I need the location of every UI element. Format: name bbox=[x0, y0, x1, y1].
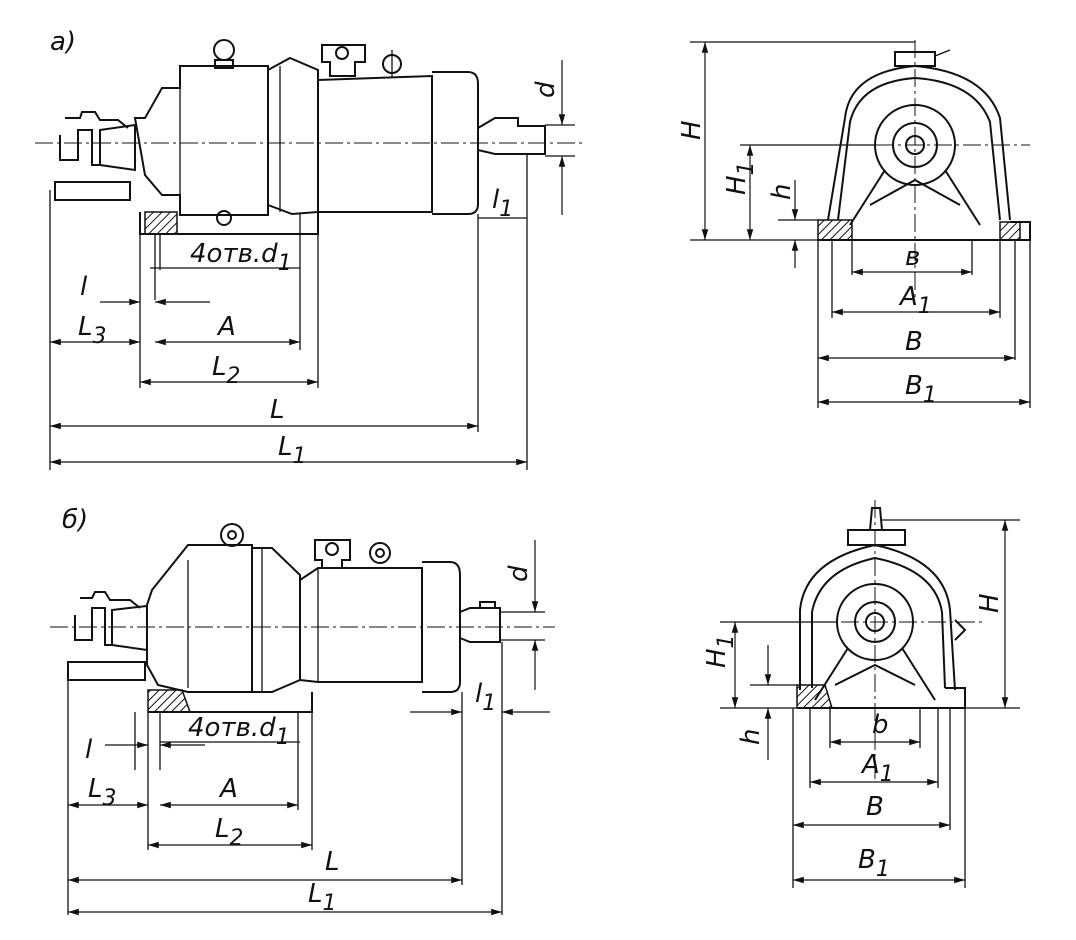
view-a-side: а) bbox=[35, 27, 585, 470]
dim-a-B1: B1 bbox=[905, 371, 937, 408]
dim-b-L2: L2 bbox=[215, 814, 244, 851]
dim-a-L: L bbox=[270, 395, 285, 425]
view-b-title: б) bbox=[62, 505, 88, 535]
dim-a-b: в bbox=[905, 242, 920, 272]
dim-a-l1: l1 bbox=[492, 185, 513, 222]
dim-a-d: d bbox=[531, 81, 561, 98]
dim-b-L3: L3 bbox=[88, 774, 117, 811]
view-b-front: H H1 h b A1 B B1 bbox=[702, 500, 1020, 888]
dim-b-H: H bbox=[975, 593, 1005, 613]
view-a-front: H H1 h в A1 B B1 bbox=[677, 40, 1031, 408]
dim-b-B1: B1 bbox=[858, 845, 890, 882]
dim-b-l1: l1 bbox=[475, 679, 496, 716]
view-a-title: а) bbox=[50, 27, 76, 57]
note-a-holes: 4отв.d1 bbox=[190, 239, 292, 276]
dim-b-b: b bbox=[872, 710, 889, 740]
dim-b-H1: H1 bbox=[702, 634, 739, 668]
dim-b-d: d bbox=[504, 565, 534, 582]
dim-a-h: h bbox=[767, 184, 797, 200]
dim-a-H: H bbox=[677, 120, 707, 140]
dim-b-h: h bbox=[736, 729, 766, 745]
dim-b-L: L bbox=[325, 847, 340, 877]
view-b-side: б) bbox=[50, 505, 555, 916]
dim-a-L2: L2 bbox=[212, 352, 241, 389]
dim-b-A: A bbox=[218, 774, 238, 804]
dim-b-A1: A1 bbox=[860, 750, 894, 787]
dim-a-A1: A1 bbox=[898, 282, 932, 319]
dim-a-L3: L3 bbox=[78, 312, 107, 349]
dim-a-L1: L1 bbox=[278, 432, 307, 469]
dim-b-l: l bbox=[85, 735, 93, 765]
dim-a-H1: H1 bbox=[722, 161, 759, 195]
dim-b-B: B bbox=[866, 792, 884, 822]
dim-b-L1: L1 bbox=[308, 879, 337, 916]
dim-a-B: B bbox=[905, 327, 923, 357]
dim-a-A: A bbox=[216, 312, 236, 342]
dim-a-l: l bbox=[80, 272, 88, 302]
note-b-holes: 4отв.d1 bbox=[188, 713, 290, 750]
